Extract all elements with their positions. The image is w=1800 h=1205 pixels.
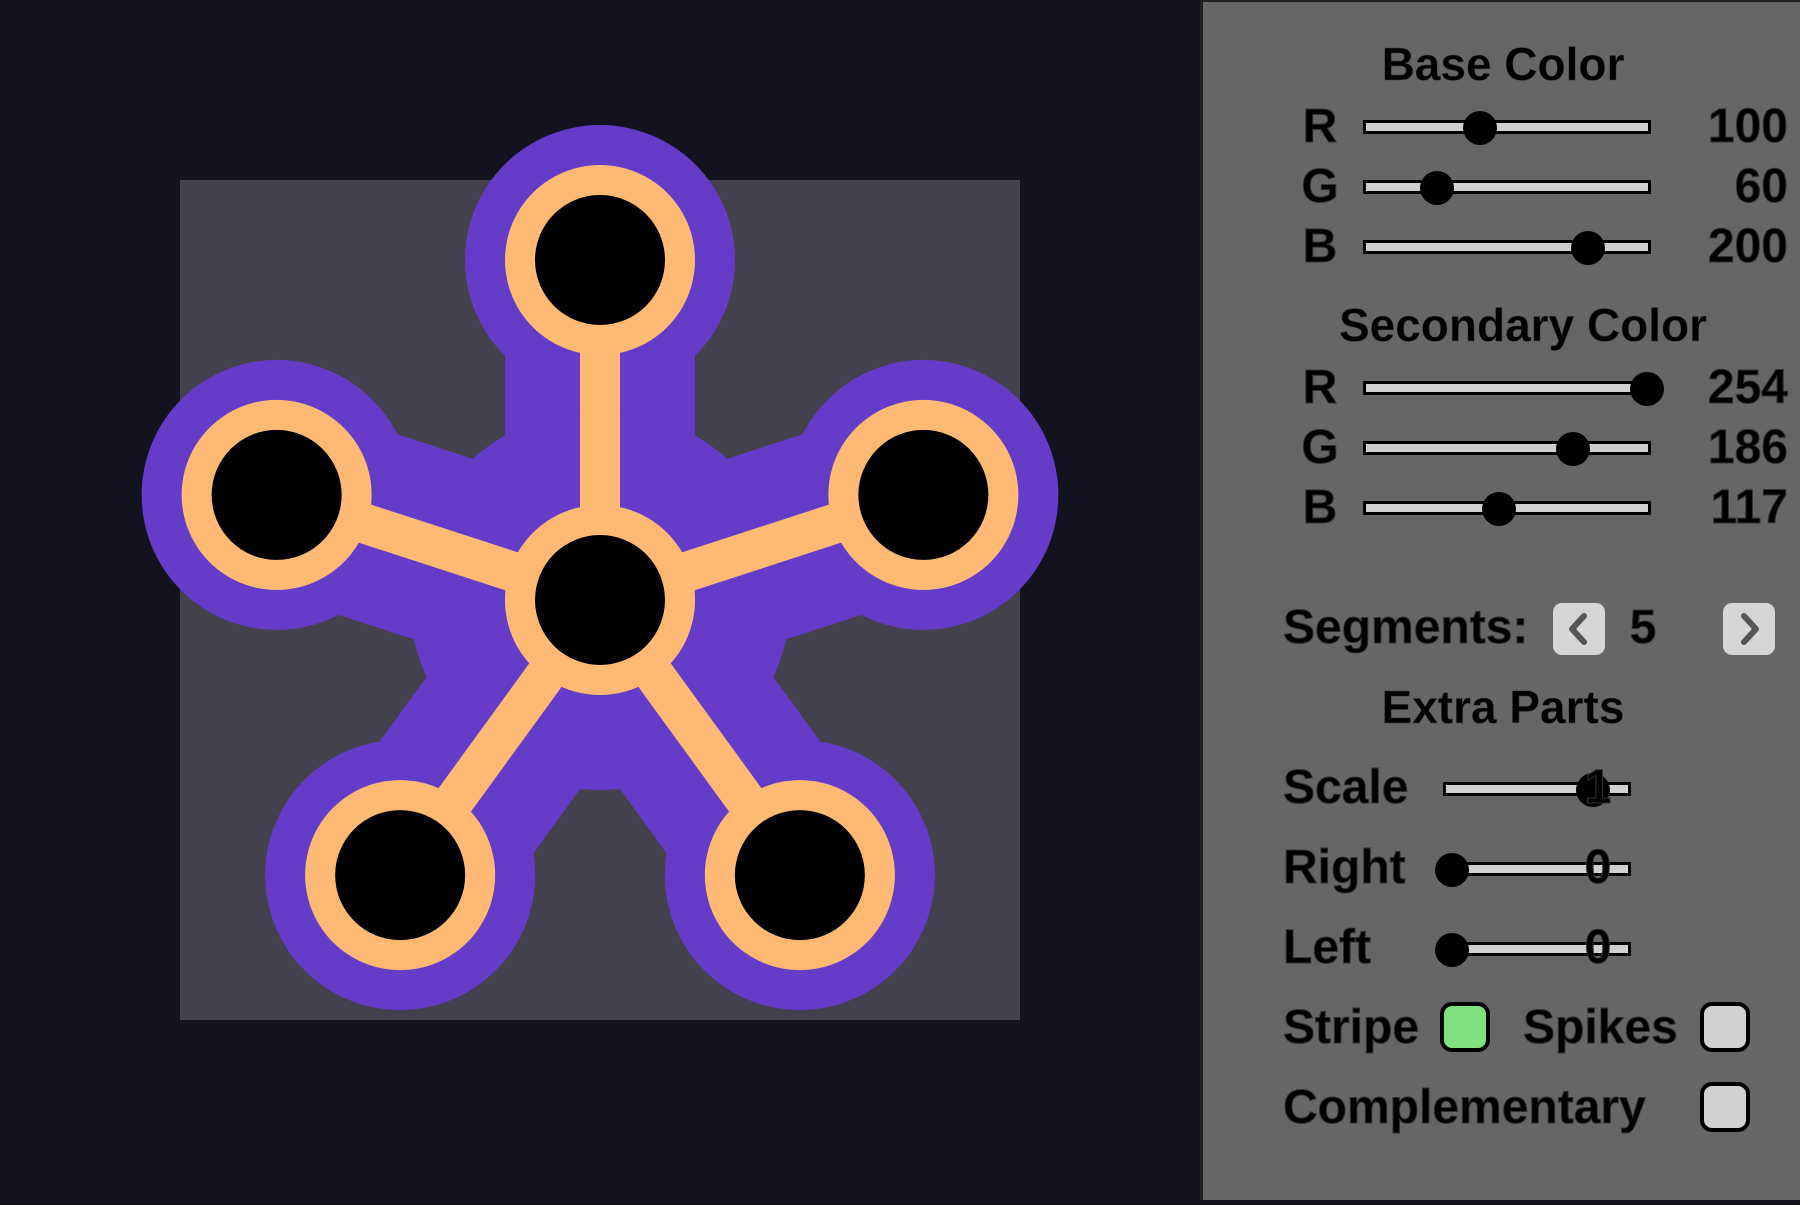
stripe-checkbox[interactable] xyxy=(1440,1002,1490,1052)
base-g-slider[interactable] xyxy=(1363,171,1651,205)
spinner-hole xyxy=(211,429,342,560)
secondary-g-slider-thumb[interactable] xyxy=(1556,432,1591,466)
scale-slider[interactable] xyxy=(1443,773,1631,807)
secondary-b-value: 117 xyxy=(1710,481,1788,535)
left-slider[interactable] xyxy=(1435,933,1631,967)
base-b-label: B xyxy=(1302,220,1338,274)
base-g-slider-thumb[interactable] xyxy=(1419,171,1454,205)
base-b-slider[interactable] xyxy=(1363,231,1651,265)
scale-value: 1 xyxy=(1584,761,1612,815)
chevron-right-icon xyxy=(1741,613,1759,645)
chevron-left-icon xyxy=(1569,613,1587,645)
segments-label: Segments: xyxy=(1282,601,1529,655)
shape-preview xyxy=(141,125,1059,1020)
complementary-label: Complementary xyxy=(1283,1081,1647,1135)
secondary-r-slider[interactable] xyxy=(1363,372,1664,406)
spinner-hole xyxy=(858,429,989,560)
spikes-checkbox[interactable] xyxy=(1700,1002,1750,1052)
base-r-value: 100 xyxy=(1707,100,1788,154)
control-panel: Base Color R 100 G 60 B 200 Secondary Co… xyxy=(1200,0,1800,1200)
secondary-b-slider-thumb[interactable] xyxy=(1481,492,1516,526)
right-value: 0 xyxy=(1584,841,1612,895)
preview-stage xyxy=(141,125,1059,1020)
secondary-r-value: 254 xyxy=(1707,361,1788,415)
spikes-label: Spikes xyxy=(1523,1001,1679,1055)
base-r-label: R xyxy=(1302,100,1338,154)
base-r-slider-thumb[interactable] xyxy=(1463,111,1498,145)
left-label: Left xyxy=(1283,921,1372,975)
right-slider-thumb[interactable] xyxy=(1435,853,1469,887)
base-color-title: Base Color xyxy=(1381,38,1625,91)
segments-prev-button[interactable] xyxy=(1553,603,1605,655)
secondary-color-title: Secondary Color xyxy=(1338,299,1708,352)
base-b-slider-thumb[interactable] xyxy=(1571,231,1606,265)
spinner-hole xyxy=(734,810,865,941)
spinner-hole xyxy=(335,810,466,941)
right-slider[interactable] xyxy=(1435,853,1631,887)
base-r-slider[interactable] xyxy=(1363,111,1651,145)
spinner-center-hole xyxy=(535,535,665,665)
left-value: 0 xyxy=(1584,921,1612,975)
extra-parts-title: Extra Parts xyxy=(1381,681,1625,734)
secondary-r-slider-thumb[interactable] xyxy=(1629,372,1664,406)
segments-value: 5 xyxy=(1629,601,1657,655)
stripe-label: Stripe xyxy=(1282,1001,1420,1055)
complementary-checkbox[interactable] xyxy=(1700,1082,1750,1132)
secondary-g-label: G xyxy=(1301,421,1339,475)
scale-slider-thumb[interactable] xyxy=(1575,773,1610,807)
base-b-value: 200 xyxy=(1707,220,1788,274)
spinner-hole xyxy=(535,195,665,325)
secondary-r-label: R xyxy=(1302,361,1338,415)
scale-label: Scale xyxy=(1282,761,1409,815)
secondary-g-slider[interactable] xyxy=(1363,432,1651,466)
secondary-g-value: 186 xyxy=(1707,421,1788,475)
secondary-b-label: B xyxy=(1302,481,1338,535)
right-label: Right xyxy=(1283,841,1407,895)
segments-next-button[interactable] xyxy=(1723,603,1775,655)
left-slider-thumb[interactable] xyxy=(1435,933,1469,967)
base-g-value: 60 xyxy=(1734,160,1788,214)
base-g-label: G xyxy=(1301,160,1339,214)
secondary-b-slider[interactable] xyxy=(1363,492,1651,526)
